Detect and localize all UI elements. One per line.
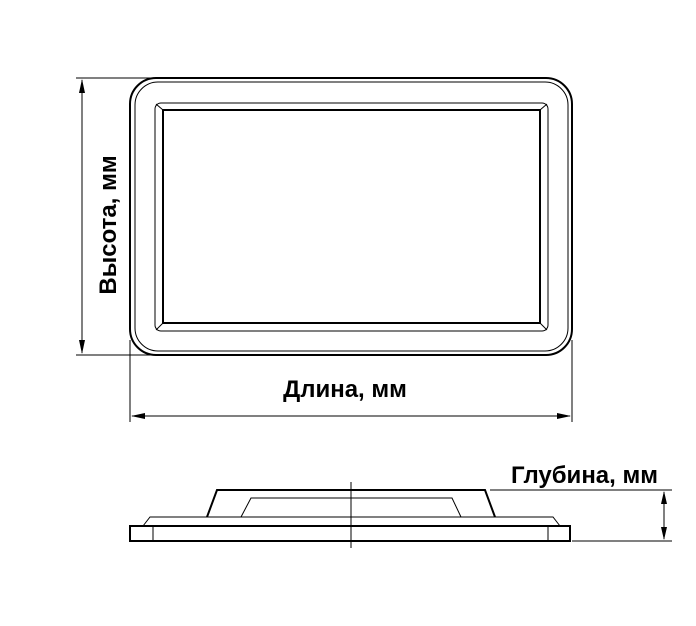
chamfer-tl: [155, 103, 164, 111]
height-arrow-top: [79, 79, 85, 93]
outer-rim-inner-line: [134, 81, 569, 352]
tray-well: [162, 109, 541, 324]
base-flange: [129, 525, 571, 542]
height-dimension: Высота, мм: [76, 77, 155, 356]
height-arrow-bottom: [79, 340, 85, 354]
length-arrow-left: [131, 413, 145, 419]
length-arrow-right: [557, 413, 571, 419]
length-label: Длина, мм: [283, 376, 407, 403]
depth-dimension: Глубина, мм: [490, 462, 672, 542]
chamfer-tr: [539, 103, 548, 111]
depth-label: Глубина, мм: [511, 462, 658, 489]
depth-arrow-top: [661, 491, 667, 504]
outer-rim: [129, 77, 573, 356]
side-view: [129, 482, 571, 548]
height-label: Высота, мм: [95, 155, 122, 294]
length-dimension: Длина, мм: [129, 340, 573, 422]
chamfer-br: [539, 322, 548, 331]
inner-flange: [154, 102, 549, 332]
chamfer-bl: [155, 322, 164, 331]
depth-arrow-bottom: [661, 527, 667, 540]
top-view: [129, 77, 573, 356]
